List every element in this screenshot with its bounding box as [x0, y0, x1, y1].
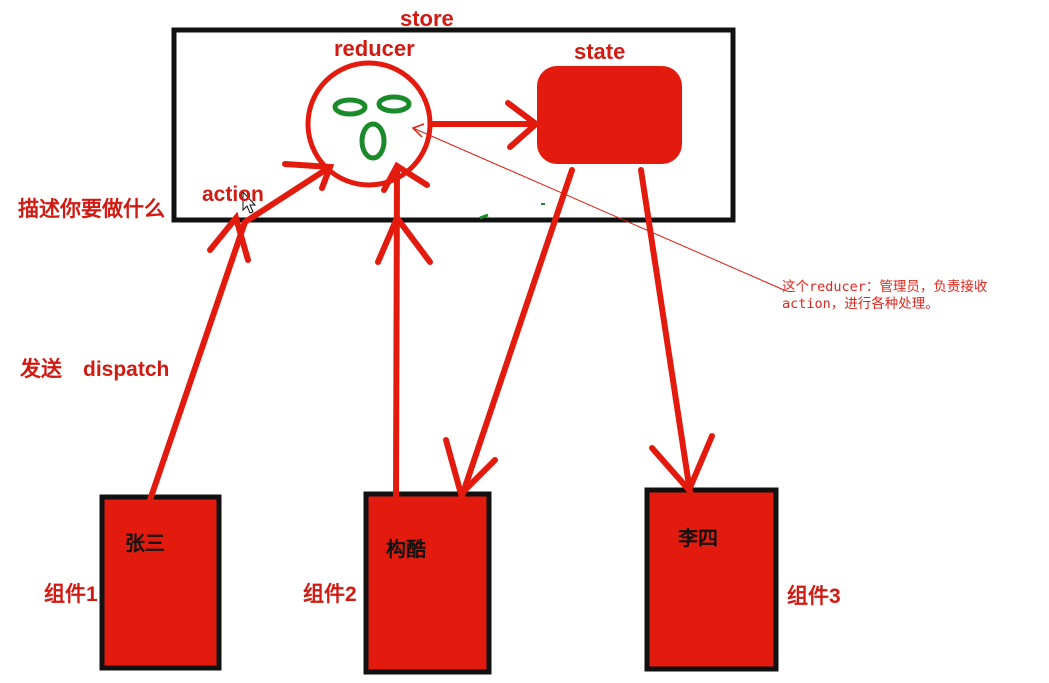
arrowhead-component2-low [375, 212, 433, 265]
reducer-annotation: 这个reducer：管理员，负责接收 action，进行各种处理。 [782, 279, 1032, 313]
annotation-pointer-line [412, 127, 785, 291]
component-name-1: 张三 [125, 533, 165, 555]
state-block [537, 66, 682, 164]
component-box-1 [99, 494, 222, 671]
arrowhead-state-to-component3 [649, 433, 715, 496]
store-label: store [400, 6, 454, 31]
arrow-action-to-reducer [242, 164, 333, 225]
annotation-line-1: 这个reducer：管理员，负责接收 [782, 279, 988, 295]
store-box [171, 27, 736, 223]
arrowhead-dispatch-from-component1 [207, 211, 251, 263]
arrowhead-action-to-reducer [282, 161, 335, 191]
component-box-2 [363, 491, 492, 675]
component-name-3: 李四 [678, 528, 718, 550]
dispatch-label: dispatch [83, 358, 170, 381]
component-name-2: 构酷 [386, 539, 426, 561]
arrowhead-state-to-component2 [443, 437, 498, 500]
stray-mark [479, 213, 489, 220]
component-box-3 [644, 487, 779, 672]
component-label-1: 组件1 [44, 583, 98, 606]
action-label: action [202, 183, 264, 206]
reducer-label: reducer [334, 36, 415, 61]
reducer-face-icon [305, 60, 433, 188]
state-label: state [574, 39, 626, 64]
arrow-state-to-component3 [638, 167, 693, 495]
arrow-dispatch-from-component1 [147, 219, 248, 503]
annotation-line-2: action，进行各种处理。 [782, 296, 939, 312]
component-label-3: 组件3 [787, 585, 841, 608]
arrowhead-reducer-to-state [505, 100, 541, 150]
mouse-pointer-icon [242, 190, 257, 214]
arrowhead-component2-high [381, 161, 430, 193]
component-label-2: 组件2 [303, 583, 357, 606]
describe-label: 描述你要做什么 [18, 198, 165, 221]
annotation-pointer-head [411, 123, 425, 138]
send-label: 发送 [20, 358, 62, 381]
arrow-state-to-component2 [459, 167, 575, 499]
